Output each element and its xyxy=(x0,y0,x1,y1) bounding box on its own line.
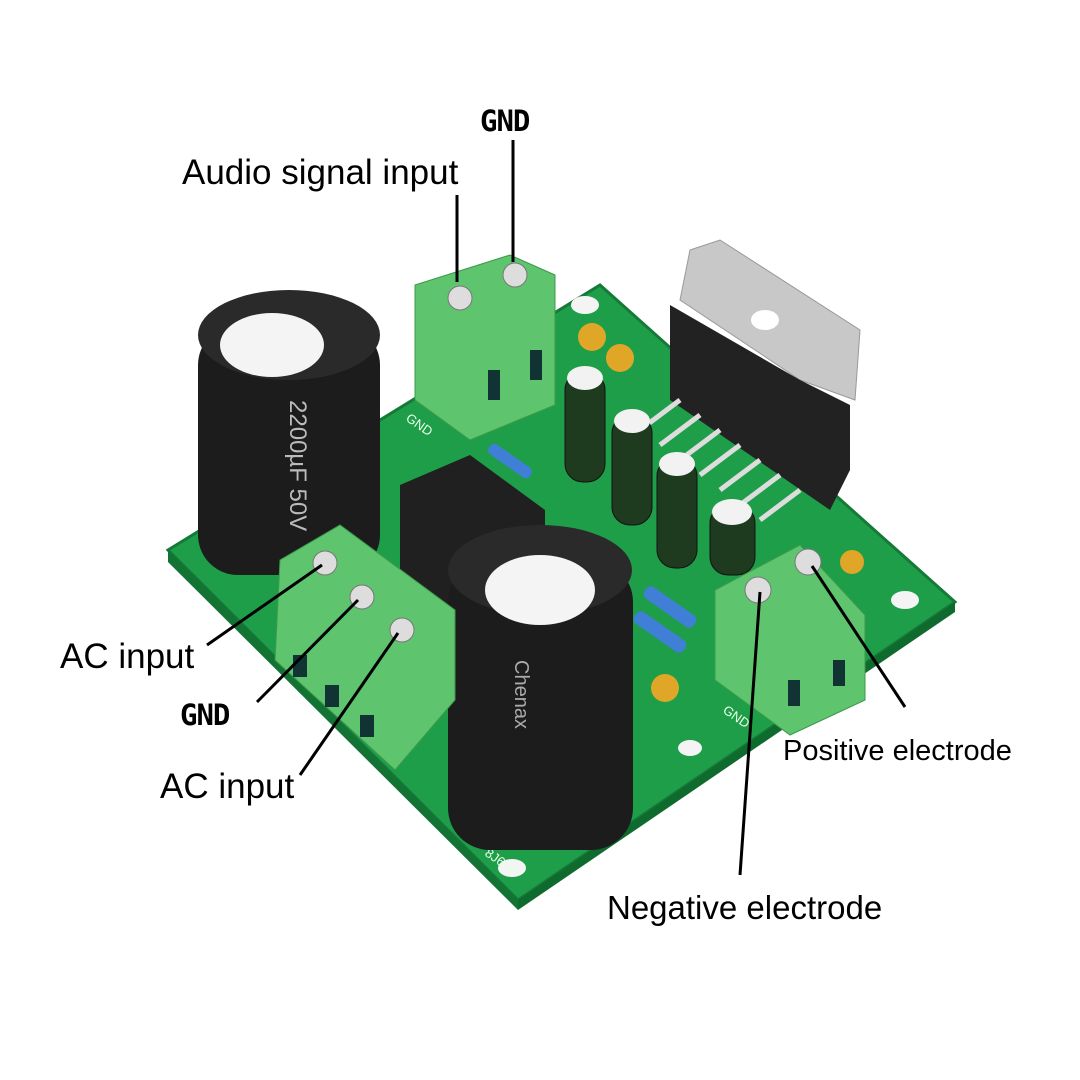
leader-lines xyxy=(206,140,907,876)
capacitor-rating: 2200µF 50V xyxy=(284,400,311,531)
label-gnd-audio: GND xyxy=(480,104,530,138)
label-gnd-ac: GND xyxy=(180,698,230,732)
resistors xyxy=(488,443,697,653)
mounting-holes xyxy=(498,296,919,877)
pcb-edge xyxy=(168,550,518,910)
label-negative-electrode: Negative electrode xyxy=(607,889,883,926)
small-capacitors xyxy=(488,323,864,702)
label-ac-input-2: AC input xyxy=(160,767,295,806)
large-capacitor-left: 2200µF 50V xyxy=(198,290,380,575)
capacitor-brand: Chenax xyxy=(510,660,532,729)
power-amplifier-ic xyxy=(638,239,861,522)
terminal-ac-input xyxy=(274,524,456,771)
label-positive-electrode: Positive electrode xyxy=(783,735,1012,767)
label-audio-signal-input: Audio signal input xyxy=(182,153,459,192)
large-capacitor-right: Chenax xyxy=(448,525,633,850)
terminal-audio-input xyxy=(414,254,556,441)
label-ac-input-1: AC input xyxy=(60,637,195,676)
